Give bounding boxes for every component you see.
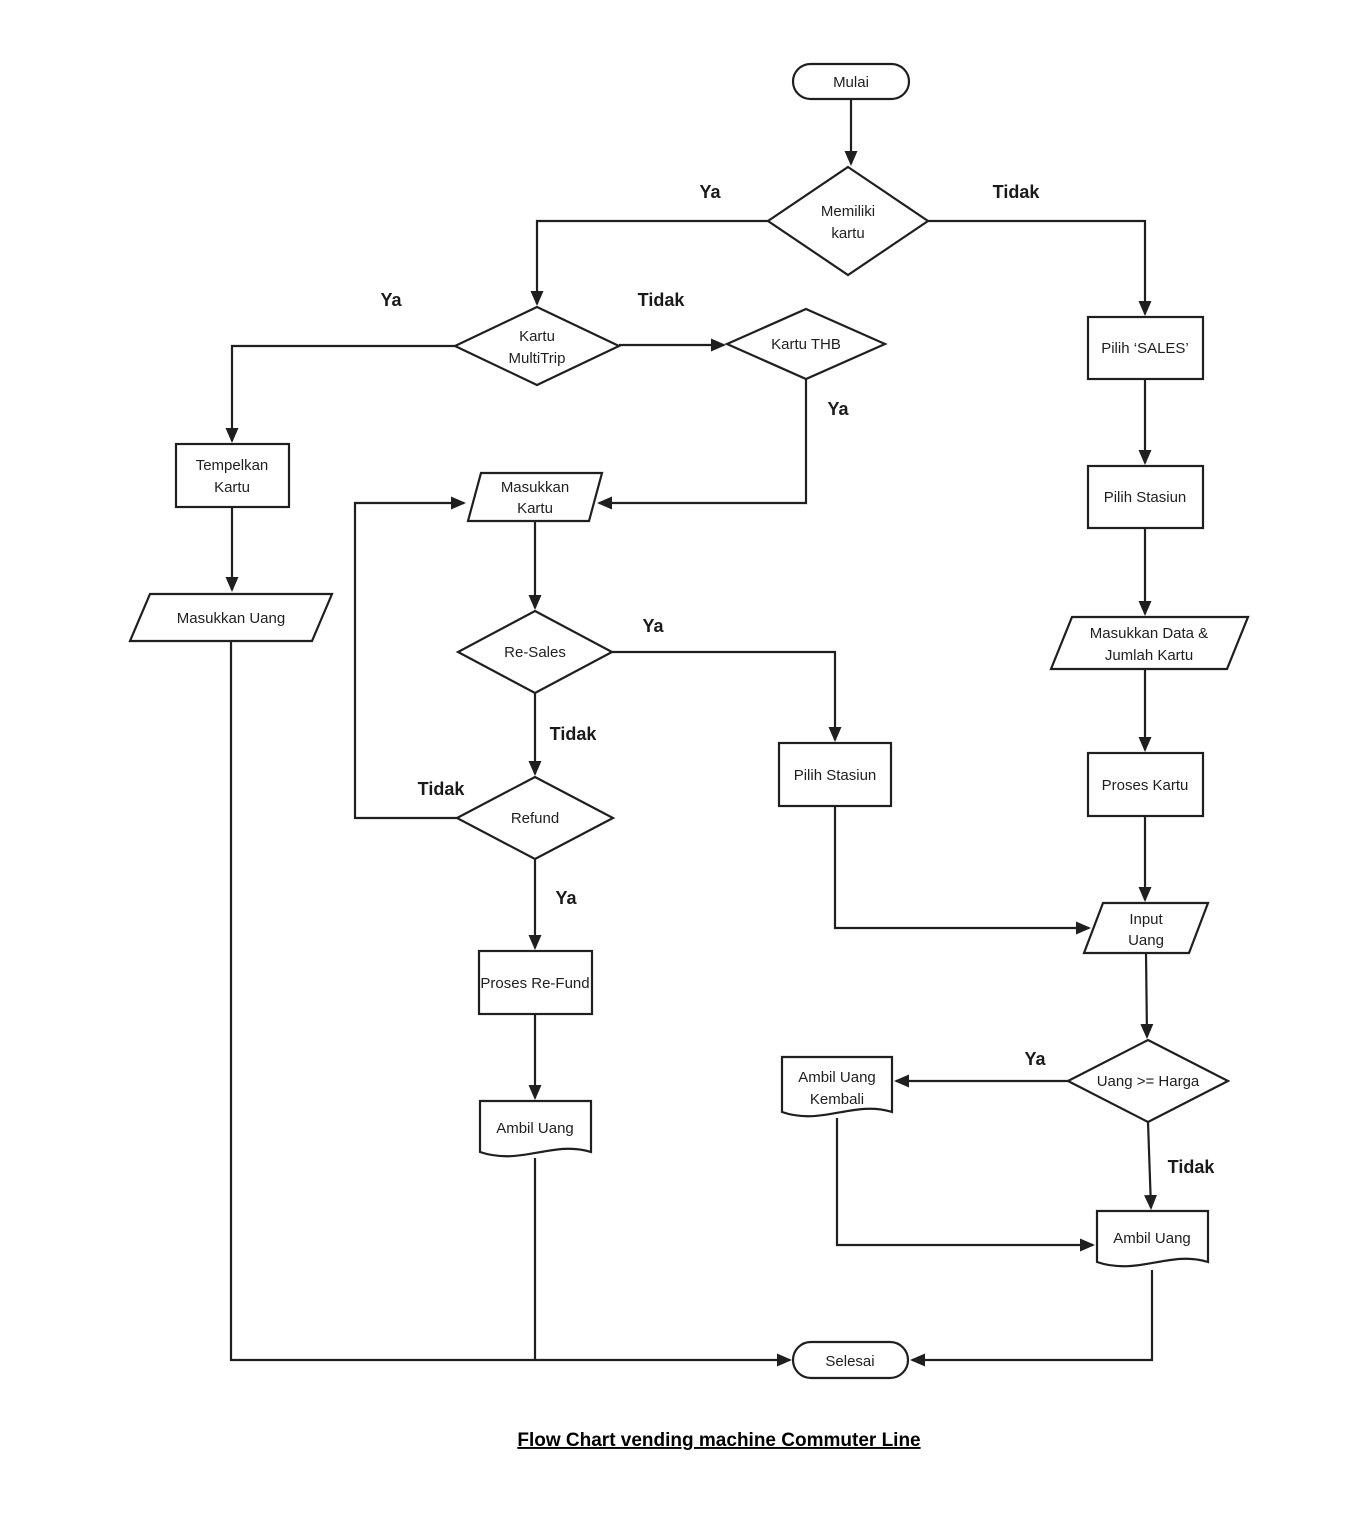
node-ambil-uang-kembali-label-line1: Ambil Uang — [798, 1069, 876, 1086]
node-pilih-sales-label: Pilih ‘SALES’ — [1101, 340, 1189, 357]
node-refund-label: Refund — [511, 810, 559, 827]
node-tempelkan-kartu-label-line1: Tempelkan — [196, 457, 269, 474]
edge-kartu-thb-ya-to-masukkan-kartu — [597, 379, 808, 510]
node-masukkan-data-label-line2: Jumlah Kartu — [1105, 647, 1193, 664]
edge-labels: Ya Tidak Ya Tidak Ya Ya Tidak Tidak Ya Y… — [380, 182, 1215, 1177]
edge-masukkan-uang-to-selesai — [229, 641, 792, 1367]
process-shape — [1086, 315, 1205, 381]
node-selesai: Selesai — [791, 1340, 910, 1380]
node-refund: Refund — [454, 775, 616, 861]
node-pilih-stasiun-tengah: Pilih Stasiun — [777, 741, 893, 808]
edge-label-memiliki-kartu-ya: Ya — [699, 182, 721, 202]
node-input-uang-label-line1: Input — [1129, 911, 1163, 928]
edge-ambil-uang-kembali-to-ambil-uang-kanan — [835, 1118, 1095, 1252]
process-shape — [477, 949, 594, 1016]
edge-label-re-sales-tidak: Tidak — [550, 724, 598, 744]
node-kartu-multitrip-label-line2: MultiTrip — [509, 350, 566, 367]
edge-label-re-sales-ya: Ya — [642, 616, 664, 636]
node-uang-harga: Uang >= Harga — [1065, 1038, 1231, 1124]
edge-memiliki-kartu-tidak-to-pilih-sales — [928, 219, 1152, 316]
node-tempelkan-kartu: Tempelkan Kartu — [174, 442, 291, 509]
node-masukkan-kartu: Masukkan Kartu — [466, 471, 604, 523]
decision-shape — [455, 609, 615, 695]
edge-label-kartu-multitrip-ya: Ya — [380, 290, 402, 310]
document-shape — [780, 1055, 894, 1118]
edge-label-refund-ya: Ya — [555, 888, 577, 908]
node-selesai-label: Selesai — [825, 1353, 874, 1370]
node-proses-kartu: Proses Kartu — [1086, 751, 1205, 818]
node-kartu-thb-label: Kartu THB — [771, 336, 841, 353]
node-masukkan-data-label-line1: Masukkan Data & — [1090, 625, 1208, 642]
node-masukkan-kartu-label-line2: Kartu — [517, 500, 553, 517]
edge-label-memiliki-kartu-tidak: Tidak — [993, 182, 1041, 202]
input-shape — [1082, 901, 1210, 955]
edge-label-refund-tidak: Tidak — [418, 779, 466, 799]
edge-input-uang-to-uang-harga — [1140, 952, 1154, 1039]
decision-shape — [724, 307, 888, 381]
node-kartu-thb: Kartu THB — [724, 307, 888, 381]
node-kartu-multitrip-label-line1: Kartu — [519, 328, 555, 345]
node-pilih-sales: Pilih ‘SALES’ — [1086, 315, 1205, 381]
node-proses-kartu-label: Proses Kartu — [1102, 777, 1189, 794]
node-mulai: Mulai — [791, 62, 911, 101]
process-shape — [1086, 751, 1205, 818]
process-shape — [777, 741, 893, 808]
decision-shape — [452, 305, 622, 387]
document-shape — [478, 1099, 593, 1158]
node-ambil-uang-kiri-label: Ambil Uang — [496, 1120, 574, 1137]
process-shape — [1086, 464, 1205, 530]
node-pilih-stasiun-kanan-label: Pilih Stasiun — [1104, 489, 1187, 506]
edge-label-uang-harga-tidak: Tidak — [1168, 1157, 1216, 1177]
node-masukkan-data: Masukkan Data & Jumlah Kartu — [1049, 615, 1250, 671]
node-memiliki-kartu: Memiliki kartu — [766, 165, 930, 277]
edge-uang-harga-tidak-to-ambil-uang-kanan — [1144, 1121, 1158, 1210]
decision-shape — [766, 165, 930, 277]
node-input-uang-label-line2: Uang — [1128, 932, 1164, 949]
node-input-uang: Input Uang — [1082, 901, 1210, 955]
edge-ambil-uang-kanan-to-selesai — [910, 1270, 1154, 1367]
node-ambil-uang-kanan-label: Ambil Uang — [1113, 1230, 1191, 1247]
edge-kartu-multitrip-ya-to-tempelkan-kartu — [225, 344, 455, 443]
input-shape — [466, 471, 604, 523]
node-mulai-label: Mulai — [833, 74, 869, 91]
node-masukkan-uang: Masukkan Uang — [128, 592, 334, 643]
edge-label-kartu-multitrip-tidak: Tidak — [638, 290, 686, 310]
node-proses-re-fund-label: Proses Re-Fund — [480, 975, 589, 992]
node-memiliki-kartu-label-line2: kartu — [831, 225, 864, 242]
terminator-shape — [791, 62, 911, 101]
node-ambil-uang-kanan: Ambil Uang — [1095, 1209, 1210, 1268]
node-uang-harga-label: Uang >= Harga — [1097, 1073, 1200, 1090]
node-masukkan-uang-label: Masukkan Uang — [177, 610, 285, 627]
nodes: Mulai Memiliki kartu Kartu MultiTrip Kar… — [128, 62, 1250, 1380]
input-shape — [128, 592, 334, 643]
node-kartu-multitrip: Kartu MultiTrip — [452, 305, 622, 387]
node-ambil-uang-kembali-label-line2: Kembali — [810, 1091, 864, 1108]
document-shape — [1095, 1209, 1210, 1268]
node-ambil-uang-kembali: Ambil Uang Kembali — [780, 1055, 894, 1118]
node-memiliki-kartu-label-line1: Memiliki — [821, 203, 875, 220]
edges — [225, 99, 1158, 1367]
decision-shape — [454, 775, 616, 861]
input-shape — [1049, 615, 1250, 671]
edge-re-sales-ya-to-pilih-stasiun-tengah — [612, 650, 842, 742]
node-proses-re-fund: Proses Re-Fund — [477, 949, 594, 1016]
process-shape — [174, 442, 291, 509]
edge-pilih-stasiun-tengah-to-input-uang — [833, 806, 1091, 935]
node-re-sales: Re-Sales — [455, 609, 615, 695]
node-masukkan-kartu-label-line1: Masukkan — [501, 479, 569, 496]
node-pilih-stasiun-tengah-label: Pilih Stasiun — [794, 767, 877, 784]
edge-refund-tidak-to-masukkan-kartu — [353, 496, 466, 820]
decision-shape — [1065, 1038, 1231, 1124]
node-pilih-stasiun-kanan: Pilih Stasiun — [1086, 464, 1205, 530]
edge-label-kartu-thb-ya: Ya — [827, 399, 849, 419]
node-ambil-uang-kiri: Ambil Uang — [478, 1099, 593, 1158]
edge-label-uang-harga-ya: Ya — [1024, 1049, 1046, 1069]
node-tempelkan-kartu-label-line2: Kartu — [214, 479, 250, 496]
node-re-sales-label: Re-Sales — [504, 644, 566, 661]
diagram-title: Flow Chart vending machine Commuter Line — [517, 1430, 920, 1451]
edge-memiliki-kartu-ya-to-kartu-multitrip — [530, 219, 768, 306]
terminator-shape — [791, 1340, 910, 1380]
